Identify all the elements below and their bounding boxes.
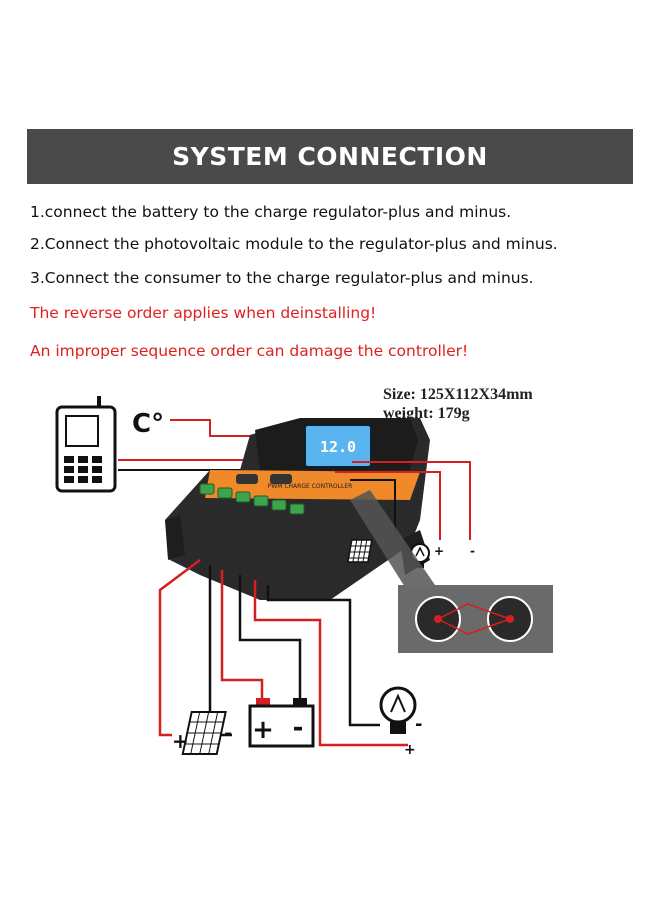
light-bulb-icon: - +	[379, 686, 422, 758]
mobile-phone-icon	[55, 396, 117, 493]
charge-controller: 12.0 PWM CHARGE CONTROLLER	[165, 418, 430, 600]
panel-plus: +	[172, 729, 189, 753]
bulb-minus: -	[415, 714, 422, 735]
battery-minus: -	[293, 713, 304, 743]
solar-panel-icon: + -	[172, 711, 232, 755]
panel-plus-small: +	[434, 544, 444, 558]
warning-reverse-order: The reverse order applies when deinstall…	[30, 304, 377, 322]
terminal-row	[199, 483, 305, 515]
bulb-plus: +	[404, 742, 416, 758]
step-2: 2.Connect the photovoltaic module to the…	[30, 235, 558, 253]
temperature-sensor-icon: C°	[132, 409, 164, 439]
step-1: 1.connect the battery to the charge regu…	[30, 203, 512, 221]
size-spec: Size: 125X112X34mm	[383, 386, 533, 403]
lcd-reading: 12.0	[320, 438, 356, 456]
warning-improper-sequence: An improper sequence order can damage th…	[30, 342, 469, 360]
device-label: PWM CHARGE CONTROLLER	[268, 483, 353, 490]
title-banner: SYSTEM CONNECTION	[27, 129, 633, 184]
weight-spec: weight: 179g	[383, 405, 470, 422]
lcd-screen	[304, 424, 372, 468]
bottom-wires	[158, 559, 408, 747]
terminal-zoom-callout	[350, 490, 553, 653]
panel-minus-small: -	[470, 544, 475, 558]
panel-minus: -	[224, 721, 232, 745]
battery-plus: +	[252, 715, 274, 745]
right-wires	[335, 461, 471, 540]
battery-icon: + -	[248, 698, 315, 748]
solar-panel-icon: + -	[347, 539, 475, 563]
page-title: SYSTEM CONNECTION	[172, 142, 488, 171]
step-3: 3.Connect the consumer to the charge reg…	[30, 269, 534, 287]
